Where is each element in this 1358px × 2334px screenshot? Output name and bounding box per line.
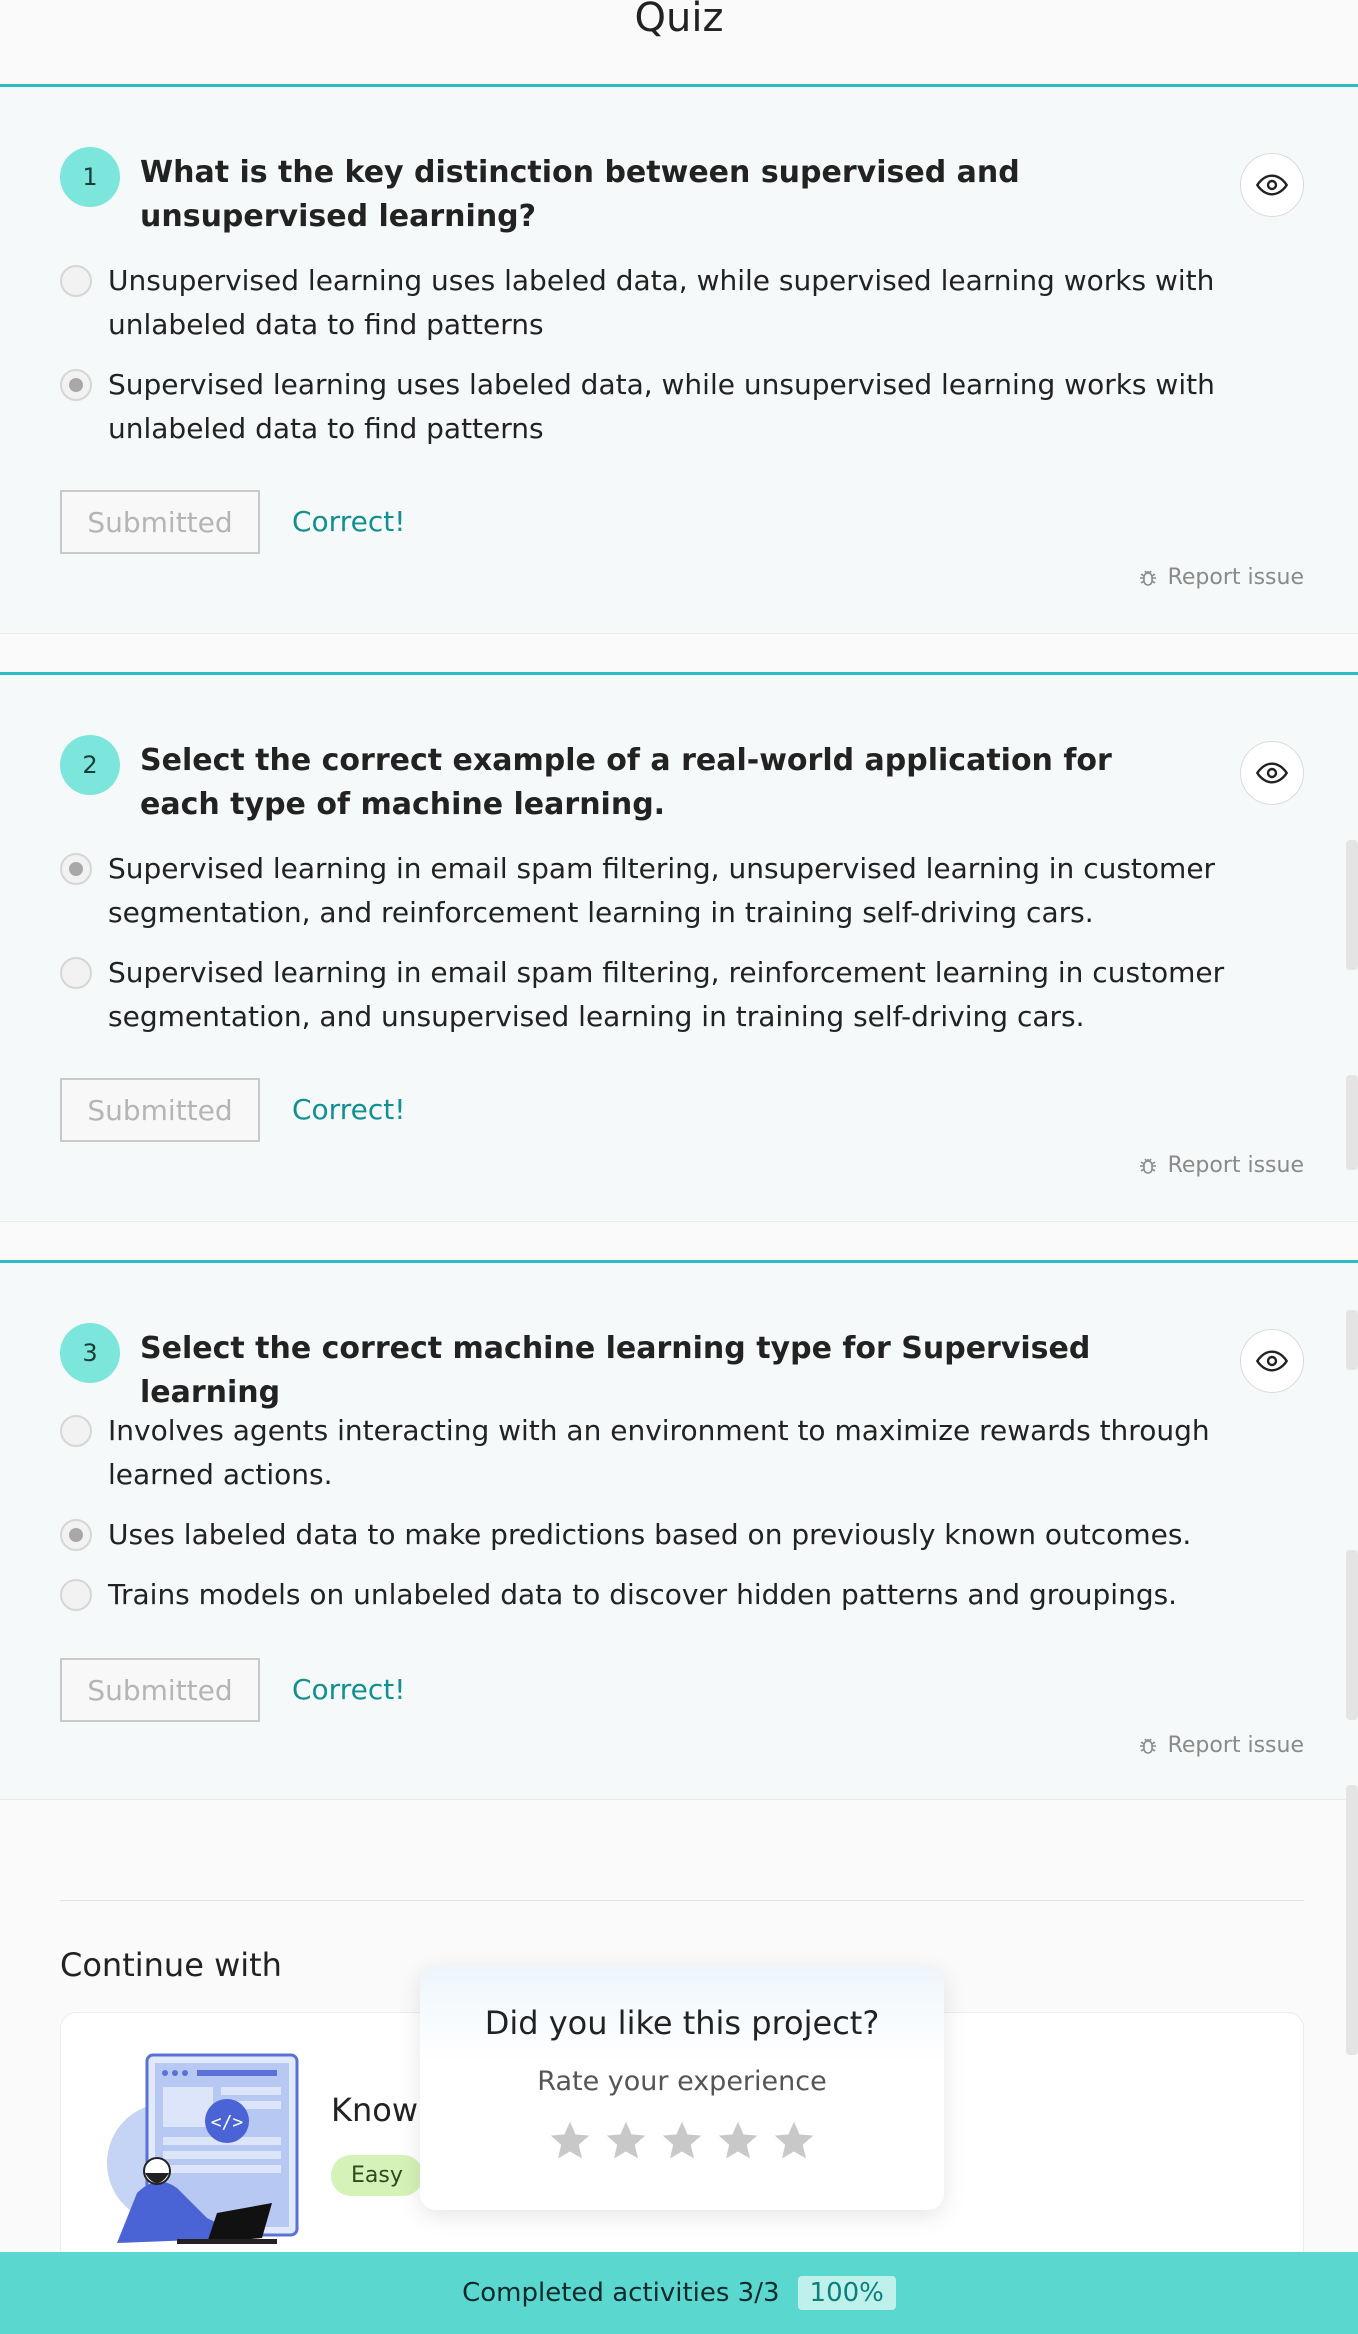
submit-button[interactable]: Submitted: [60, 1078, 260, 1142]
option-text: Supervised learning in email spam filter…: [108, 852, 1216, 929]
question-text: Select the correct machine learning type…: [140, 1331, 1091, 1410]
scrollbar-segment[interactable]: [1346, 1550, 1358, 1720]
answer-option[interactable]: Trains models on unlabeled data to disco…: [60, 1573, 1260, 1617]
rating-subtitle: Rate your experience: [537, 2066, 827, 2097]
reveal-answer-button[interactable]: [1240, 153, 1304, 217]
answer-option[interactable]: Supervised learning in email spam filter…: [60, 951, 1260, 1039]
report-issue-link[interactable]: Report issue: [1136, 565, 1304, 590]
question-text: Select the correct example of a real-wor…: [140, 743, 1112, 822]
star-icon[interactable]: [716, 2118, 760, 2162]
question-number: 1: [60, 147, 120, 207]
quiz-question-card: 3 Select the correct machine learning ty…: [0, 1260, 1358, 1800]
reveal-answer-button[interactable]: [1240, 741, 1304, 805]
scrollbar-segment[interactable]: [1346, 1785, 1358, 2055]
answer-option[interactable]: Unsupervised learning uses labeled data,…: [60, 259, 1260, 347]
result-text: Correct!: [292, 1673, 406, 1706]
reveal-answer-button[interactable]: [1240, 1329, 1304, 1393]
answer-option[interactable]: Uses labeled data to make predictions ba…: [60, 1513, 1260, 1557]
quiz-question-card: 2 Select the correct example of a real-w…: [0, 672, 1358, 1222]
result-text: Correct!: [292, 1093, 406, 1126]
option-radio[interactable]: [60, 1415, 92, 1447]
star-icon[interactable]: [660, 2118, 704, 2162]
bug-icon: [1139, 1158, 1156, 1174]
answer-option[interactable]: Involves agents interacting with an envi…: [60, 1409, 1260, 1497]
answer-option[interactable]: Supervised learning uses labeled data, w…: [60, 363, 1260, 451]
report-issue-label: Report issue: [1167, 1733, 1304, 1758]
star-icon[interactable]: [772, 2118, 816, 2162]
report-issue-label: Report issue: [1167, 565, 1304, 590]
option-radio[interactable]: [60, 853, 92, 885]
progress-percent: 100%: [797, 2276, 896, 2310]
page-title: Quiz: [634, 0, 724, 41]
course-illustration: </>: [107, 2053, 299, 2244]
star-icon[interactable]: [604, 2118, 648, 2162]
rating-popup: Did you like this project? Rate your exp…: [420, 1966, 944, 2210]
answer-option[interactable]: Supervised learning in email spam filter…: [60, 847, 1260, 935]
rating-title: Did you like this project?: [484, 2004, 880, 2042]
option-text: Trains models on unlabeled data to disco…: [108, 1578, 1178, 1611]
scrollbar-segment[interactable]: [1346, 840, 1358, 970]
option-text: Unsupervised learning uses labeled data,…: [108, 264, 1215, 341]
option-radio[interactable]: [60, 957, 92, 989]
submit-button[interactable]: Submitted: [60, 1658, 260, 1722]
quiz-question-card: 1 What is the key distinction between su…: [0, 84, 1358, 634]
star-icon[interactable]: [548, 2118, 592, 2162]
option-text: Uses labeled data to make predictions ba…: [108, 1518, 1192, 1551]
progress-bar: Completed activities 3/3 100%: [0, 2252, 1358, 2334]
option-radio[interactable]: [60, 369, 92, 401]
option-text: Involves agents interacting with an envi…: [108, 1414, 1210, 1491]
result-text: Correct!: [292, 505, 406, 538]
option-radio[interactable]: [60, 1579, 92, 1611]
bug-icon: [1139, 570, 1156, 586]
eye-icon: [1256, 174, 1288, 196]
star-rating[interactable]: [420, 2118, 944, 2162]
svg-text:</>: </>: [211, 2112, 244, 2133]
option-text: Supervised learning in email spam filter…: [108, 956, 1225, 1033]
question-text: What is the key distinction between supe…: [140, 155, 1020, 234]
bug-icon: [1139, 1738, 1156, 1754]
eye-icon: [1256, 762, 1288, 784]
progress-label: Completed activities 3/3: [462, 2278, 780, 2308]
submit-button[interactable]: Submitted: [60, 490, 260, 554]
course-title: Knowl: [331, 2091, 427, 2129]
difficulty-badge: Easy: [331, 2155, 423, 2196]
report-issue-link[interactable]: Report issue: [1136, 1733, 1304, 1758]
question-number: 2: [60, 735, 120, 795]
continue-title: Continue with: [60, 1946, 282, 1984]
scrollbar-segment[interactable]: [1346, 1075, 1358, 1170]
question-number: 3: [60, 1323, 120, 1383]
section-divider: [60, 1900, 1304, 1901]
option-radio[interactable]: [60, 265, 92, 297]
report-issue-label: Report issue: [1167, 1153, 1304, 1178]
option-text: Supervised learning uses labeled data, w…: [108, 368, 1215, 445]
eye-icon: [1256, 1350, 1288, 1372]
option-radio[interactable]: [60, 1519, 92, 1551]
scrollbar-segment[interactable]: [1346, 1310, 1358, 1370]
report-issue-link[interactable]: Report issue: [1136, 1153, 1304, 1178]
